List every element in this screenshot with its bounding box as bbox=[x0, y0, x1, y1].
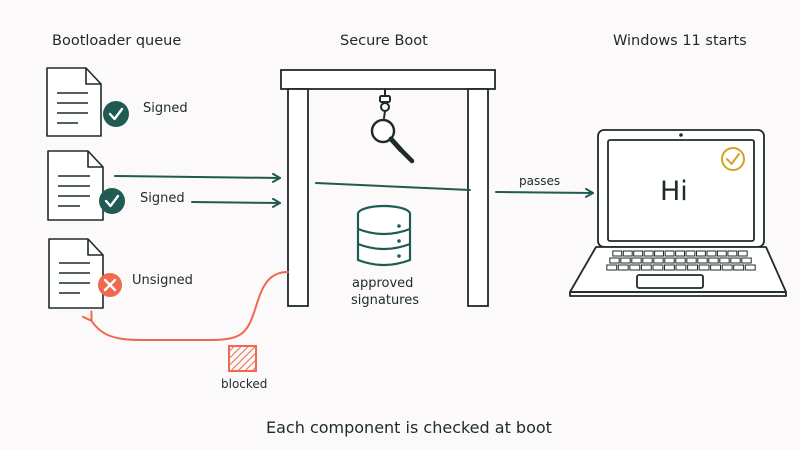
keyboard-key bbox=[664, 257, 675, 264]
screen-greeting: Hi bbox=[660, 176, 688, 207]
file-label-2: Signed bbox=[140, 191, 185, 206]
keyboard-key bbox=[606, 264, 618, 271]
arrow-passes bbox=[495, 187, 594, 198]
keyboard-key bbox=[719, 257, 730, 264]
arrow-signed-1 bbox=[114, 172, 281, 183]
keyboard-key bbox=[664, 250, 675, 257]
laptop-icon bbox=[569, 129, 787, 297]
keyboard-key bbox=[675, 257, 686, 264]
caption: Each component is checked at boot bbox=[266, 418, 552, 437]
database-label-line2: signatures bbox=[351, 293, 420, 308]
keyboard-key bbox=[698, 264, 710, 271]
blocked-icon bbox=[228, 345, 257, 372]
keyboard-key bbox=[622, 250, 633, 257]
keyboard-key bbox=[642, 257, 653, 264]
keyboard-key bbox=[687, 264, 698, 271]
check-icon bbox=[103, 101, 129, 127]
blocked-label: blocked bbox=[221, 377, 268, 391]
keyboard-key bbox=[697, 257, 708, 264]
secure-boot-gate bbox=[280, 69, 496, 307]
keyboard-key bbox=[716, 250, 727, 257]
keyboard-key bbox=[685, 250, 696, 257]
keyboard-key bbox=[617, 264, 629, 271]
keyboard-key bbox=[744, 264, 756, 271]
keyboard-key bbox=[741, 257, 752, 264]
keyboard-key bbox=[664, 264, 675, 271]
database-label-line1: approved bbox=[352, 276, 414, 291]
keyboard-key bbox=[733, 264, 745, 271]
keyboard-key bbox=[640, 264, 652, 271]
keyboard-key bbox=[652, 264, 664, 271]
keyboard-key bbox=[686, 257, 697, 264]
file-label-3: Unsigned bbox=[132, 273, 193, 288]
keyboard-key bbox=[654, 250, 664, 257]
keyboard-keys bbox=[606, 250, 756, 271]
keyboard-key bbox=[633, 250, 644, 257]
keyboard-key bbox=[629, 264, 641, 271]
file-label-1: Signed bbox=[143, 101, 188, 116]
pass-line bbox=[315, 182, 471, 191]
keyboard-key bbox=[675, 250, 685, 257]
keyboard-key bbox=[708, 257, 719, 264]
keyboard-key bbox=[609, 257, 620, 264]
keyboard-key bbox=[643, 250, 654, 257]
keyboard-key bbox=[612, 250, 623, 257]
keyboard-key bbox=[706, 250, 717, 257]
keyboard-key bbox=[727, 250, 738, 257]
keyboard-key bbox=[631, 257, 642, 264]
database-icon bbox=[356, 204, 412, 267]
document-icon bbox=[47, 150, 104, 221]
document-icon bbox=[46, 67, 102, 137]
keyboard-key bbox=[737, 250, 748, 257]
arrow-signed-2 bbox=[191, 197, 281, 208]
heading-bootloader-queue: Bootloader queue bbox=[52, 33, 182, 49]
keyboard-key bbox=[675, 264, 687, 271]
x-icon bbox=[98, 273, 122, 297]
arrow-blocked bbox=[82, 271, 289, 341]
document-icon bbox=[48, 238, 104, 309]
heading-secure-boot: Secure Boot bbox=[340, 33, 428, 49]
heading-windows-starts: Windows 11 starts bbox=[613, 33, 747, 49]
passes-label: passes bbox=[519, 174, 561, 188]
check-icon bbox=[99, 188, 125, 214]
verified-icon bbox=[721, 147, 745, 171]
keyboard-key bbox=[710, 264, 721, 271]
keyboard-key bbox=[721, 264, 733, 271]
magnifier-icon bbox=[370, 88, 415, 164]
keyboard-key bbox=[620, 257, 631, 264]
keyboard-key bbox=[696, 250, 706, 257]
keyboard-key bbox=[730, 257, 741, 264]
keyboard-key bbox=[653, 257, 664, 264]
